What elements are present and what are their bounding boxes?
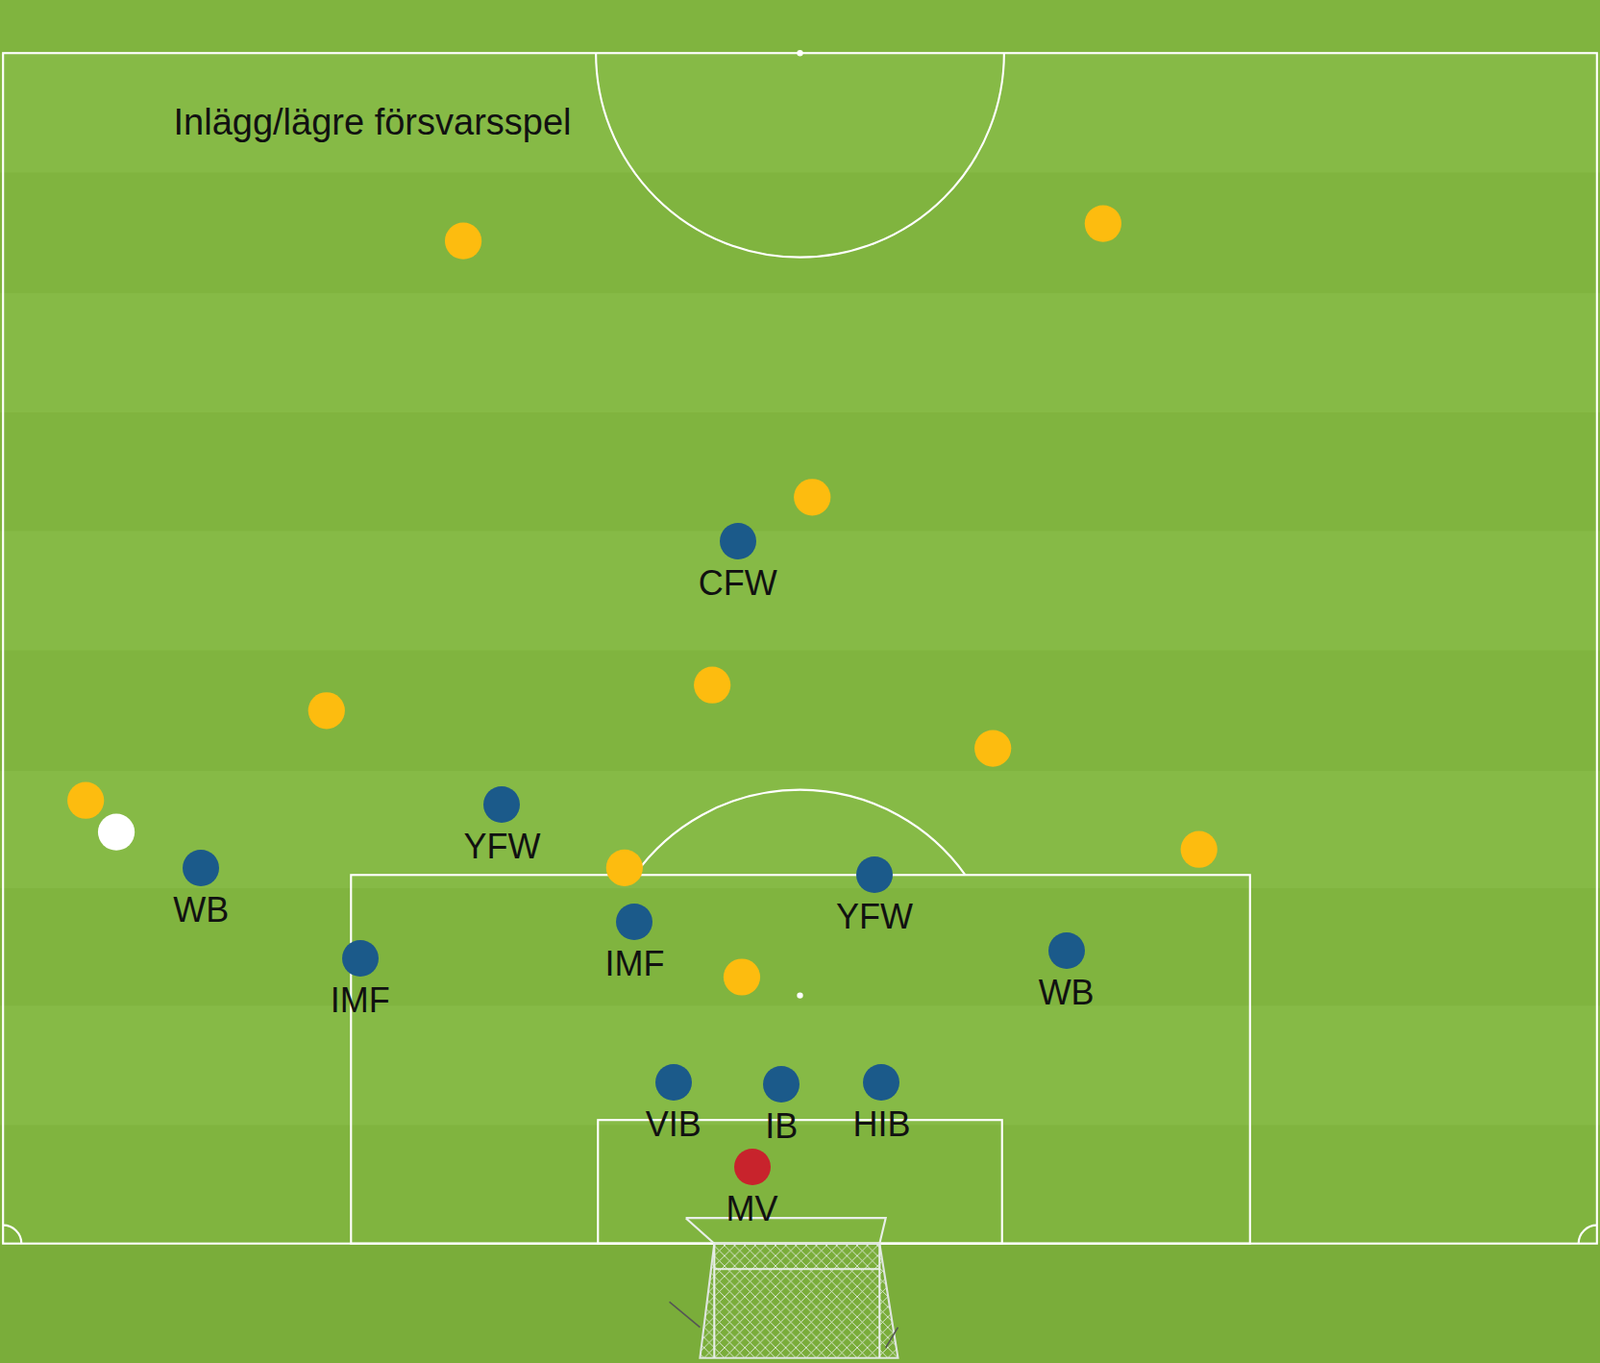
player-marker: IMF — [330, 939, 391, 1020]
player-marker: IMF — [604, 903, 665, 984]
player-dot — [734, 1148, 771, 1185]
diagram-title: Inlägg/lägre försvarsspel — [173, 101, 572, 144]
position-label: HIB — [852, 1104, 911, 1144]
player-dot — [342, 939, 379, 977]
position-label: MV — [726, 1188, 779, 1229]
player-marker: WB — [1038, 932, 1095, 1012]
player-dot — [862, 1063, 900, 1101]
position-label: VIB — [645, 1104, 702, 1144]
player-marker: VIB — [645, 1063, 702, 1144]
player-dot — [1048, 932, 1085, 969]
player-dot — [719, 522, 757, 560]
position-label: WB — [172, 889, 229, 930]
position-label: YFW — [836, 896, 913, 936]
player-marker: MV — [726, 1148, 779, 1229]
player-dot — [182, 849, 220, 887]
position-label: WB — [1038, 972, 1095, 1012]
player-marker: CFW — [698, 522, 778, 603]
player-dot — [763, 1065, 800, 1103]
position-label: IMF — [330, 980, 391, 1020]
pitch-lines — [2, 50, 1598, 1244]
position-label: IMF — [604, 943, 665, 984]
position-label: IB — [764, 1106, 798, 1146]
player-dot — [615, 903, 653, 940]
player-marker: YFW — [836, 856, 913, 936]
position-label: CFW — [698, 563, 778, 603]
player-marker: WB — [172, 849, 229, 930]
goal-net — [669, 1217, 899, 1358]
opponent-players — [67, 204, 1218, 995]
player-marker: YFW — [463, 786, 541, 866]
player-marker: IB — [763, 1065, 800, 1146]
ball — [98, 813, 135, 851]
player-marker: HIB — [852, 1063, 911, 1144]
player-dot — [483, 786, 520, 823]
player-dot — [655, 1063, 692, 1101]
position-label: YFW — [463, 826, 541, 866]
player-dot — [856, 856, 893, 893]
